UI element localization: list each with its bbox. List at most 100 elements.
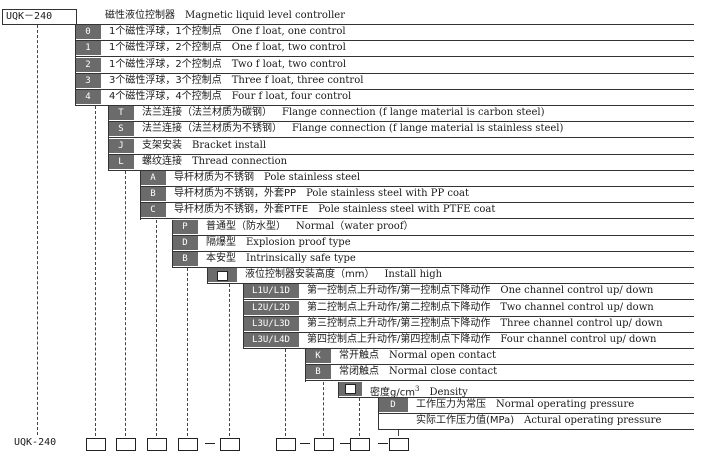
code-slot[interactable] [389, 438, 409, 451]
option-label-cn: 螺纹连接 [142, 155, 182, 167]
row-underline [140, 186, 694, 187]
option-label-cn: 1个磁性浮球，2个控制点 [109, 42, 222, 54]
option-label-cn: 导杆材质为不锈钢，外套PP [174, 188, 297, 200]
code-slot[interactable] [350, 438, 370, 451]
option-code: B [305, 365, 331, 380]
option-label-en: Flange connection (f lange material is c… [282, 107, 545, 119]
header-en: Magnetic liquid level controller [185, 10, 346, 21]
option-code: 0 [75, 25, 101, 40]
placeholder-box [217, 270, 228, 281]
option-label-cn: 液位控制器安装高度（mm） [245, 269, 375, 281]
option-label-cn: 常开触点 [339, 350, 379, 362]
row-underline [140, 202, 694, 204]
option-code: B [172, 252, 198, 266]
option-label-cn: 实际工作压力值(MPa) [416, 415, 515, 426]
option-label: 法兰连接（法兰材质为碳钢）Flange connection (f lange … [142, 106, 544, 120]
option-label-en: One f loat, two control [231, 42, 346, 54]
option-code: J [108, 138, 134, 153]
option-code: S [108, 122, 134, 137]
bottom-model-code: UQK-240 [14, 437, 57, 448]
code-slot[interactable] [86, 438, 106, 451]
option-code: 4 [75, 90, 101, 104]
row-underline [207, 283, 694, 285]
row-underline [108, 121, 694, 123]
option-label-en: Two f loat, two control [231, 58, 347, 70]
option-label-en: Normal operating pressure [496, 398, 635, 410]
option-label-en: Bracket install [192, 139, 267, 151]
option-label: 第二控制点上升动作/第二控制点下降动作 Two channel control u… [307, 301, 654, 315]
row-underline [338, 396, 694, 398]
row-underline [243, 299, 694, 301]
option-label-cn: 第三控制点上升动作/第三控制点下降动作 [307, 317, 491, 329]
option-code: L [108, 154, 134, 169]
option-code: A [140, 171, 166, 185]
placeholder-box [345, 384, 356, 395]
row-underline [305, 380, 694, 382]
option-code: L1U/L1D [243, 284, 299, 299]
option-label-en: Pole stainless steel with PTFE coat [318, 204, 496, 216]
slot-separator-dash [205, 443, 215, 444]
code-slot[interactable] [178, 438, 198, 451]
option-label-cn: 3个磁性浮球，3个控制点 [109, 74, 222, 86]
option-label-en: Explosion proof type [246, 236, 351, 248]
row-underline [108, 137, 694, 139]
code-slot[interactable] [147, 438, 167, 451]
option-label-cn: 第一控制点上升动作/第一控制点下降动作 [307, 285, 491, 297]
group-left-border [305, 349, 306, 382]
row-underline [243, 331, 694, 333]
option-label-en: Pole stainless steel with PP coat [306, 188, 470, 200]
option-code: B [140, 187, 166, 202]
guide-line [187, 268, 188, 436]
option-label-en: Intrinsically safe type [246, 253, 356, 264]
option-code: D [378, 397, 408, 412]
option-code: 3 [75, 73, 101, 88]
code-slot[interactable] [116, 438, 136, 451]
group-left-border [338, 381, 339, 398]
option-label-en: Normal close contact [389, 366, 498, 378]
option-label-cn: 1个磁性浮球，2个控制点 [109, 58, 222, 70]
option-label: 实际工作压力值(MPa)Actural operating pressure [416, 414, 661, 428]
row-underline [75, 105, 694, 106]
option-label-en: Two channel control up/ down [500, 301, 654, 313]
option-label-en: One channel control up/ down [500, 285, 654, 297]
code-slot[interactable] [314, 438, 334, 451]
row-underline [108, 153, 694, 155]
model-guide-line [37, 25, 38, 435]
slot-separator-dash [340, 443, 350, 444]
row-underline [75, 56, 694, 58]
option-label: 1个磁性浮球，2个控制点 Two f loat, two control [109, 58, 346, 72]
option-code: 1 [75, 41, 101, 56]
option-label: 液位控制器安装高度（mm）Install high [245, 268, 442, 282]
row-underline [108, 169, 694, 171]
group-left-border [243, 284, 244, 350]
group-left-border [207, 268, 208, 285]
header-underline [2, 24, 694, 25]
option-label: 第一控制点上升动作/第一控制点下降动作 One channel control u… [307, 284, 653, 298]
code-slot[interactable] [220, 438, 240, 451]
row-underline [378, 429, 694, 430]
guide-line [398, 430, 399, 436]
row-underline [172, 234, 694, 236]
option-code: C [140, 203, 166, 218]
option-label-cn: 第二控制点上升动作/第二控制点下降动作 [307, 301, 491, 313]
option-label-en: Flange connection (f lange material is s… [292, 123, 564, 135]
guide-line [125, 171, 126, 436]
slot-separator-dash [300, 443, 310, 444]
option-label-en: Three channel control up/ down [500, 317, 663, 329]
row-underline [378, 412, 694, 414]
guide-line [156, 219, 157, 436]
option-label-en: One f loat, one control [231, 26, 346, 38]
code-slot[interactable] [276, 438, 296, 451]
